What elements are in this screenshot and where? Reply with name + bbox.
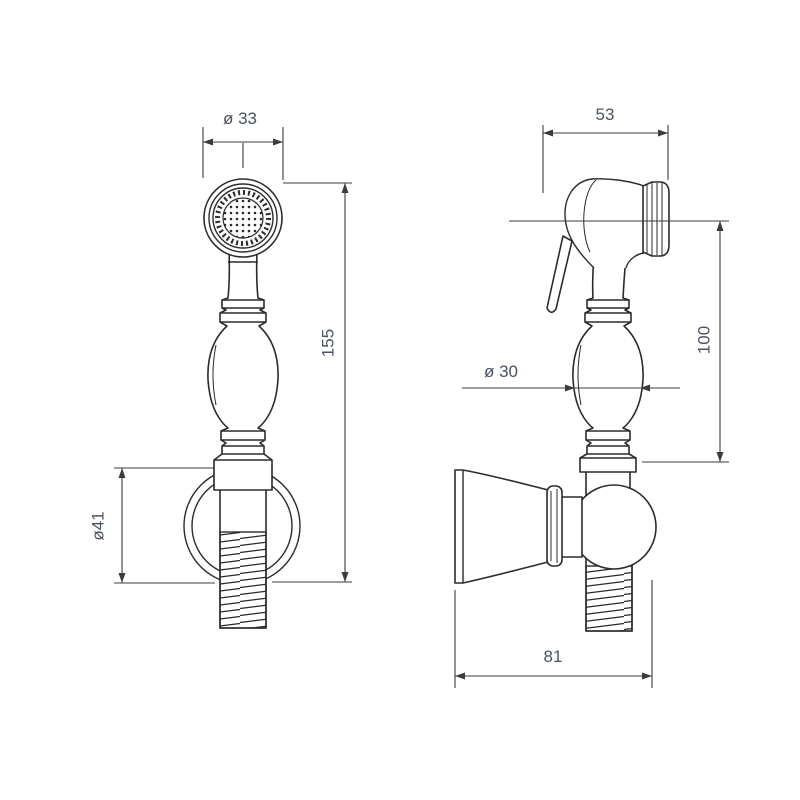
nozzle-face	[222, 197, 264, 239]
side-view: 53 100 ø 30 81	[454, 105, 729, 688]
handle-band-lines	[214, 261, 272, 461]
nozzle-tip-ridges	[646, 182, 663, 256]
label-head-length: 53	[596, 105, 615, 124]
handle-bulb-highlight	[212, 344, 217, 406]
wall-mount-cup	[454, 469, 553, 584]
spray-head-fill	[565, 178, 644, 268]
swivel-connector	[559, 496, 583, 558]
label-holder-diameter: ø41	[89, 511, 108, 540]
handle-band-lines	[580, 299, 636, 459]
swivel-nut	[546, 485, 563, 567]
trigger-lever	[546, 235, 573, 314]
nozzle-tick-ring	[215, 190, 271, 246]
label-head-diameter: ø 33	[223, 109, 257, 128]
spray-head-rim-inner	[208, 183, 278, 253]
label-head-to-collar: 100	[695, 326, 714, 354]
swivel-ball	[571, 484, 657, 570]
hose-thread	[219, 531, 267, 629]
spray-face-ring	[212, 187, 274, 249]
spray-head-cap-line	[583, 179, 597, 253]
label-overall-height: 155	[319, 329, 338, 357]
label-overall-depth: 81	[544, 647, 563, 666]
front-view: ø 33 155 ø41	[89, 109, 352, 629]
hose-thread	[585, 565, 633, 632]
label-handle-diameter: ø 30	[484, 362, 518, 381]
handle-bulb-highlight	[577, 344, 582, 406]
swivel-nut-ridges	[550, 489, 558, 563]
spray-head-outline	[564, 178, 645, 269]
